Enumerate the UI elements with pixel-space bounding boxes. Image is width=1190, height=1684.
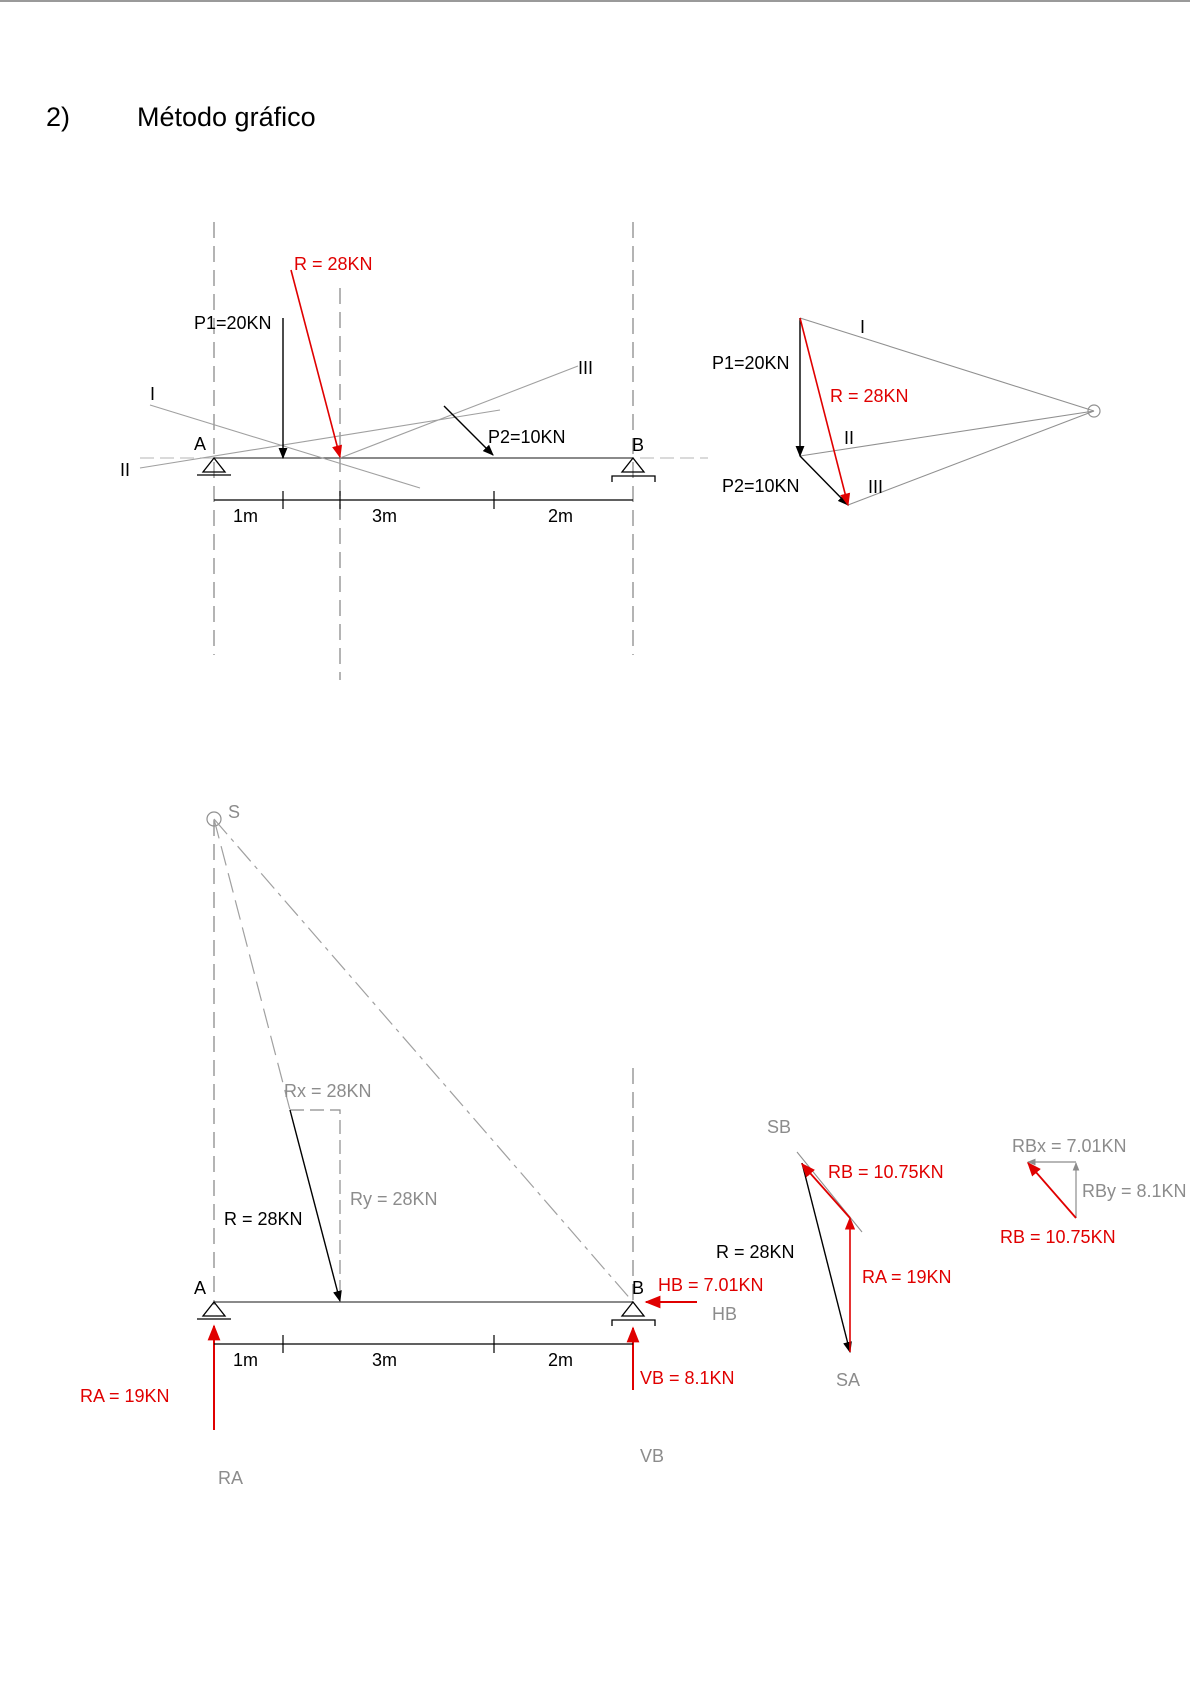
label-rby: RBy = 8.1KN [1082, 1181, 1187, 1201]
bottom-line-s-r [214, 819, 290, 1110]
top-label-r: R = 28KN [294, 254, 373, 274]
bottom-label-vb-value: VB = 8.1KN [640, 1368, 735, 1388]
rb-arrow [1028, 1163, 1076, 1218]
top-funicular-diagram: R = 28KN P1=20KN P2=10KN I II III A B 1m… [120, 222, 708, 680]
bottom-label-ra: RA [218, 1468, 243, 1488]
bottom-label-s: S [228, 802, 240, 822]
poly-label-p2: P2=10KN [722, 476, 800, 496]
bpoly-label-sa: SA [836, 1370, 860, 1390]
poly-label-ray-2: II [844, 428, 854, 448]
top-ray-1 [150, 405, 420, 488]
poly-resultant-arrow [800, 318, 848, 505]
bottom-support-b [612, 1302, 655, 1326]
poly-ray-3 [848, 411, 1094, 505]
poly-p2-arrow [800, 456, 848, 505]
bottom-label-b: B [632, 1278, 644, 1298]
bottom-dim-2m: 2m [548, 1350, 573, 1370]
top-p2-arrow [444, 406, 493, 455]
top-label-b: B [632, 435, 644, 455]
poly-label-r: R = 28KN [830, 386, 909, 406]
poly-label-ray-3: III [868, 477, 883, 497]
top-dim-1m: 1m [233, 506, 258, 526]
bpoly-label-ra: RA = 19KN [862, 1267, 952, 1287]
top-dim-3m: 3m [372, 506, 397, 526]
bottom-label-r: R = 28KN [224, 1209, 303, 1229]
poly-label-p1: P1=20KN [712, 353, 790, 373]
bottom-label-ry: Ry = 28KN [350, 1189, 438, 1209]
bottom-r-arrow [290, 1110, 340, 1301]
bottom-label-hb-value: HB = 7.01KN [658, 1275, 764, 1295]
bottom-label-rx: Rx = 28KN [284, 1081, 372, 1101]
top-label-p1: P1=20KN [194, 313, 272, 333]
top-resultant-arrow [291, 270, 340, 457]
bpoly-label-rb: RB = 10.75KN [828, 1162, 944, 1182]
label-rbx: RBx = 7.01KN [1012, 1136, 1127, 1156]
rb-components-triangle: RBx = 7.01KN RBy = 8.1KN RB = 10.75KN [1000, 1136, 1187, 1247]
top-label-ray-3: III [578, 358, 593, 378]
bottom-label-hb: HB [712, 1304, 737, 1324]
bottom-label-ra-value: RA = 19KN [80, 1386, 170, 1406]
bpoly-label-sb: SB [767, 1117, 791, 1137]
bottom-force-polygon: SB RB = 10.75KN R = 28KN RA = 19KN SA [716, 1117, 952, 1390]
top-label-ray-1: I [150, 384, 155, 404]
bottom-label-a: A [194, 1278, 206, 1298]
top-dim-2m: 2m [548, 506, 573, 526]
bottom-label-vb: VB [640, 1446, 664, 1466]
bottom-line-s-b [214, 819, 633, 1302]
label-rb: RB = 10.75KN [1000, 1227, 1116, 1247]
bottom-dim-3m: 3m [372, 1350, 397, 1370]
bottom-dim-1m: 1m [233, 1350, 258, 1370]
bottom-reaction-diagram: S Rx = 28KN Ry = 28KN R = 28KN A B HB = … [80, 802, 764, 1488]
top-label-a: A [194, 434, 206, 454]
top-label-ray-2: II [120, 460, 130, 480]
top-label-p2: P2=10KN [488, 427, 566, 447]
top-force-polygon: P1=20KN R = 28KN P2=10KN I II III [712, 317, 1100, 505]
bpoly-label-r: R = 28KN [716, 1242, 795, 1262]
poly-label-ray-1: I [860, 317, 865, 337]
